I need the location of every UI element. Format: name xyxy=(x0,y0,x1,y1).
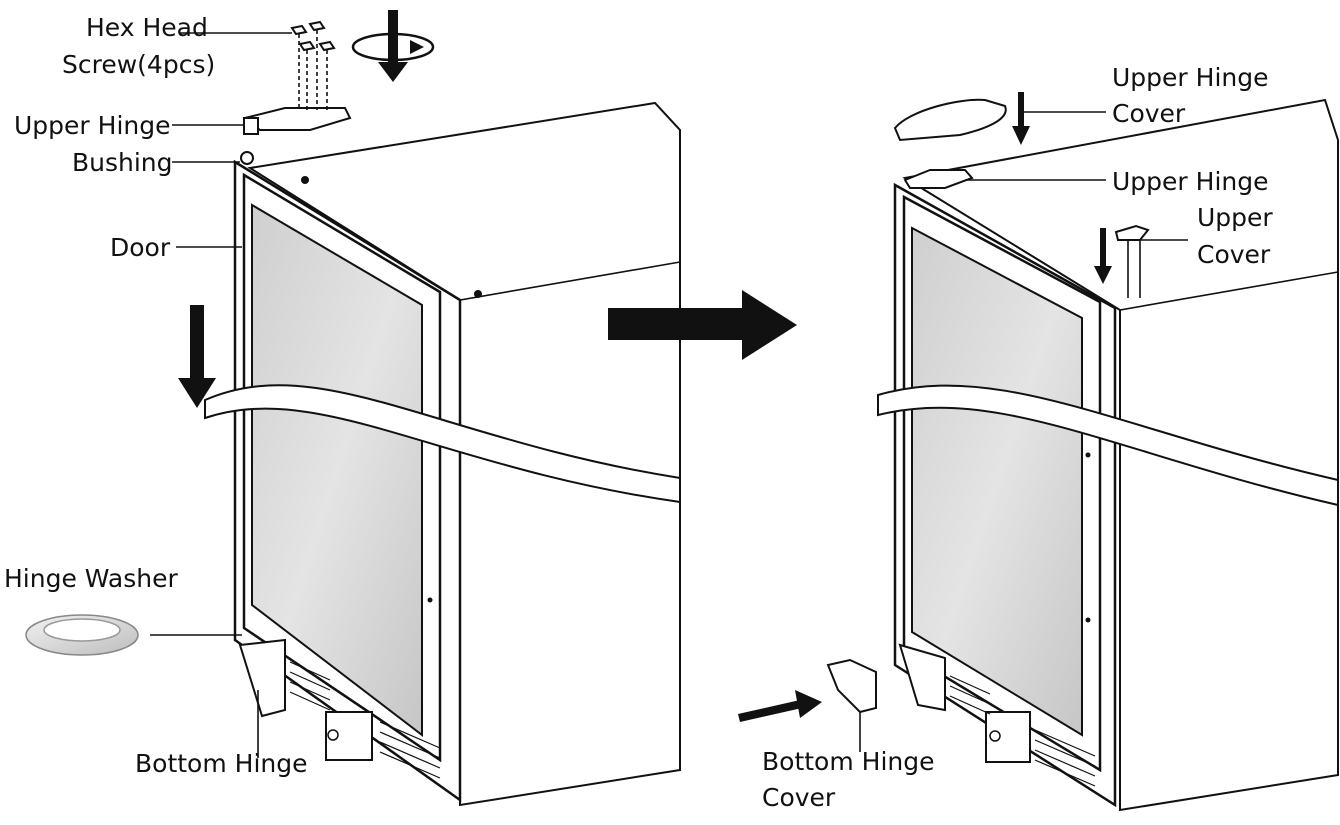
arrow-down-icon xyxy=(378,10,408,82)
arrow-down-icon xyxy=(1012,92,1030,145)
upper-hinge-cover-part xyxy=(893,98,1007,142)
label-upper-hinge-cover-1: Upper Hinge xyxy=(1112,63,1268,92)
left-bottom-hinge xyxy=(238,638,441,779)
label-hex-head-screw-2: Screw(4pcs) xyxy=(62,50,215,79)
hinge-washer-part xyxy=(25,614,139,656)
arrow-right-icon xyxy=(608,290,797,360)
right-bottom-hinge xyxy=(898,643,1096,787)
label-hinge-washer: Hinge Washer xyxy=(4,564,178,593)
right-cabinet xyxy=(902,98,1339,812)
arrow-right-icon xyxy=(738,690,822,722)
left-leader-lines xyxy=(150,32,292,758)
label-bottom-hinge-cover-2: Cover xyxy=(762,783,836,812)
label-upper-hinge-right: Upper Hinge xyxy=(1112,167,1268,196)
label-upper-cover-1: Upper xyxy=(1197,203,1273,232)
left-door xyxy=(233,159,482,803)
right-upper-hinge-part xyxy=(903,169,974,189)
screw xyxy=(318,40,336,110)
left-upper-hinge-part xyxy=(240,107,352,165)
label-door: Door xyxy=(110,233,171,262)
label-hex-head-screw-1: Hex Head xyxy=(86,13,208,42)
upper-cover-part xyxy=(1114,224,1150,298)
label-bushing: Bushing xyxy=(72,148,173,177)
right-leader-lines xyxy=(965,111,1188,241)
label-bottom-hinge: Bottom Hinge xyxy=(135,749,308,778)
left-assembly: Hex Head Screw(4pcs) Upper Hinge Bushing… xyxy=(4,10,681,807)
screw xyxy=(308,20,326,110)
arrow-down-icon xyxy=(178,305,216,408)
label-upper-hinge-cover-2: Cover xyxy=(1112,99,1186,128)
right-door xyxy=(893,182,1117,808)
label-bottom-hinge-cover-1: Bottom Hinge xyxy=(762,747,935,776)
left-vents xyxy=(289,661,441,779)
left-break-band xyxy=(204,384,681,504)
label-upper-hinge-left: Upper Hinge xyxy=(14,111,170,140)
label-upper-cover-2: Cover xyxy=(1197,240,1271,269)
right-break-band xyxy=(877,384,1339,507)
right-vents xyxy=(949,675,1096,787)
bottom-hinge-cover-part xyxy=(826,658,877,752)
right-assembly: Upper Hinge Cover Upper Hinge Upper Cove… xyxy=(738,63,1339,812)
screw xyxy=(290,24,308,110)
hex-screws xyxy=(290,20,336,110)
screw xyxy=(298,40,316,110)
arrow-down-icon xyxy=(1094,228,1112,284)
